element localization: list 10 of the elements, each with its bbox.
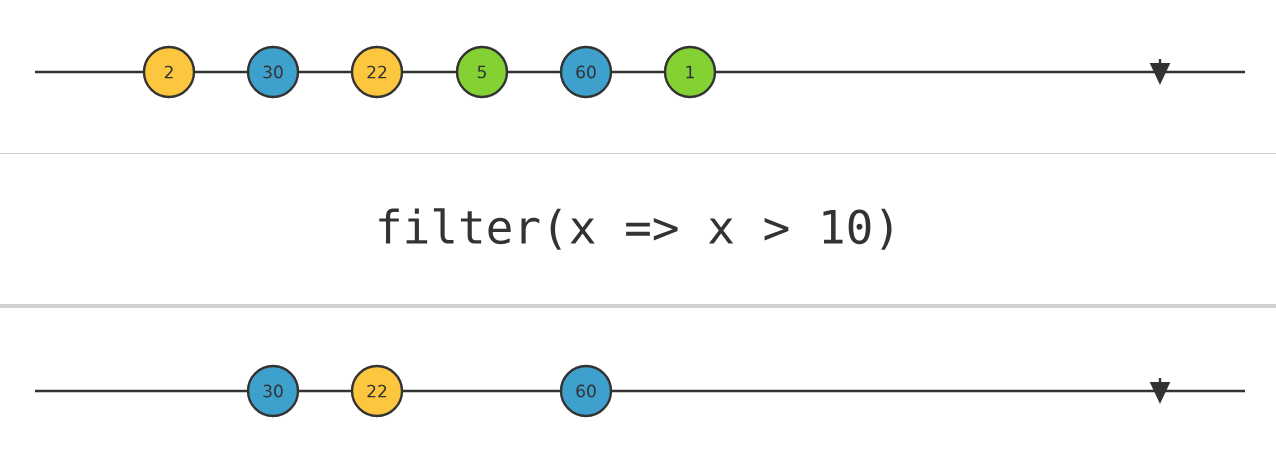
marble: 22 (350, 45, 404, 99)
marble: 60 (559, 45, 613, 99)
marble: 1 (663, 45, 717, 99)
marble: 5 (455, 45, 509, 99)
marble: 30 (246, 364, 300, 418)
marble: 60 (559, 364, 613, 418)
operator-box: filter(x => x > 10) (0, 153, 1276, 308)
marble: 22 (350, 364, 404, 418)
marble: 2 (142, 45, 196, 99)
marble: 30 (246, 45, 300, 99)
